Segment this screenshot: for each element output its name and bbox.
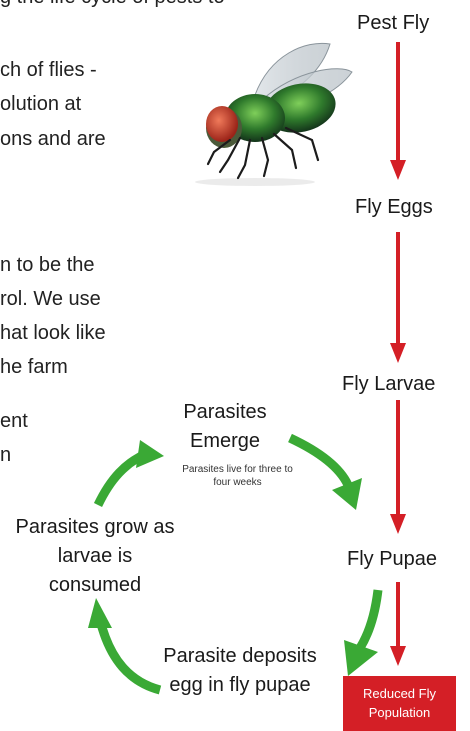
cycle-arc-top-right xyxy=(290,438,348,485)
reduced-fly-population-box: Reduced Fly Population xyxy=(343,676,456,731)
arrow-fly-to-eggs xyxy=(390,42,406,180)
label-parasites-emerge: Parasites Emerge xyxy=(170,398,280,456)
stage-fly-pupae: Fly Pupae xyxy=(347,548,437,571)
arrow-eggs-to-larvae xyxy=(390,232,406,363)
red-arrows xyxy=(390,42,406,666)
cycle-arc-right xyxy=(360,590,378,648)
reduced-fly-population-label: Reduced Fly Population xyxy=(355,684,445,722)
label-parasite-deposits: Parasite deposits egg in fly pupae xyxy=(150,642,330,700)
arrow-pupae-to-reduced xyxy=(390,582,406,666)
fly-eye xyxy=(206,106,238,142)
stage-fly-larvae: Fly Larvae xyxy=(342,373,435,396)
cycle-head-bottom-left xyxy=(88,598,112,628)
stage-fly-eggs: Fly Eggs xyxy=(355,196,433,219)
fly-photo xyxy=(195,43,352,186)
arrow-larvae-to-pupae xyxy=(390,400,406,534)
label-parasites-grow: Parasites grow as larvae is consumed xyxy=(10,513,180,600)
note-parasites-lifespan: Parasites live for three to four weeks xyxy=(180,463,295,489)
stage-pest-fly: Pest Fly xyxy=(357,12,429,35)
cycle-head-left xyxy=(136,440,164,468)
